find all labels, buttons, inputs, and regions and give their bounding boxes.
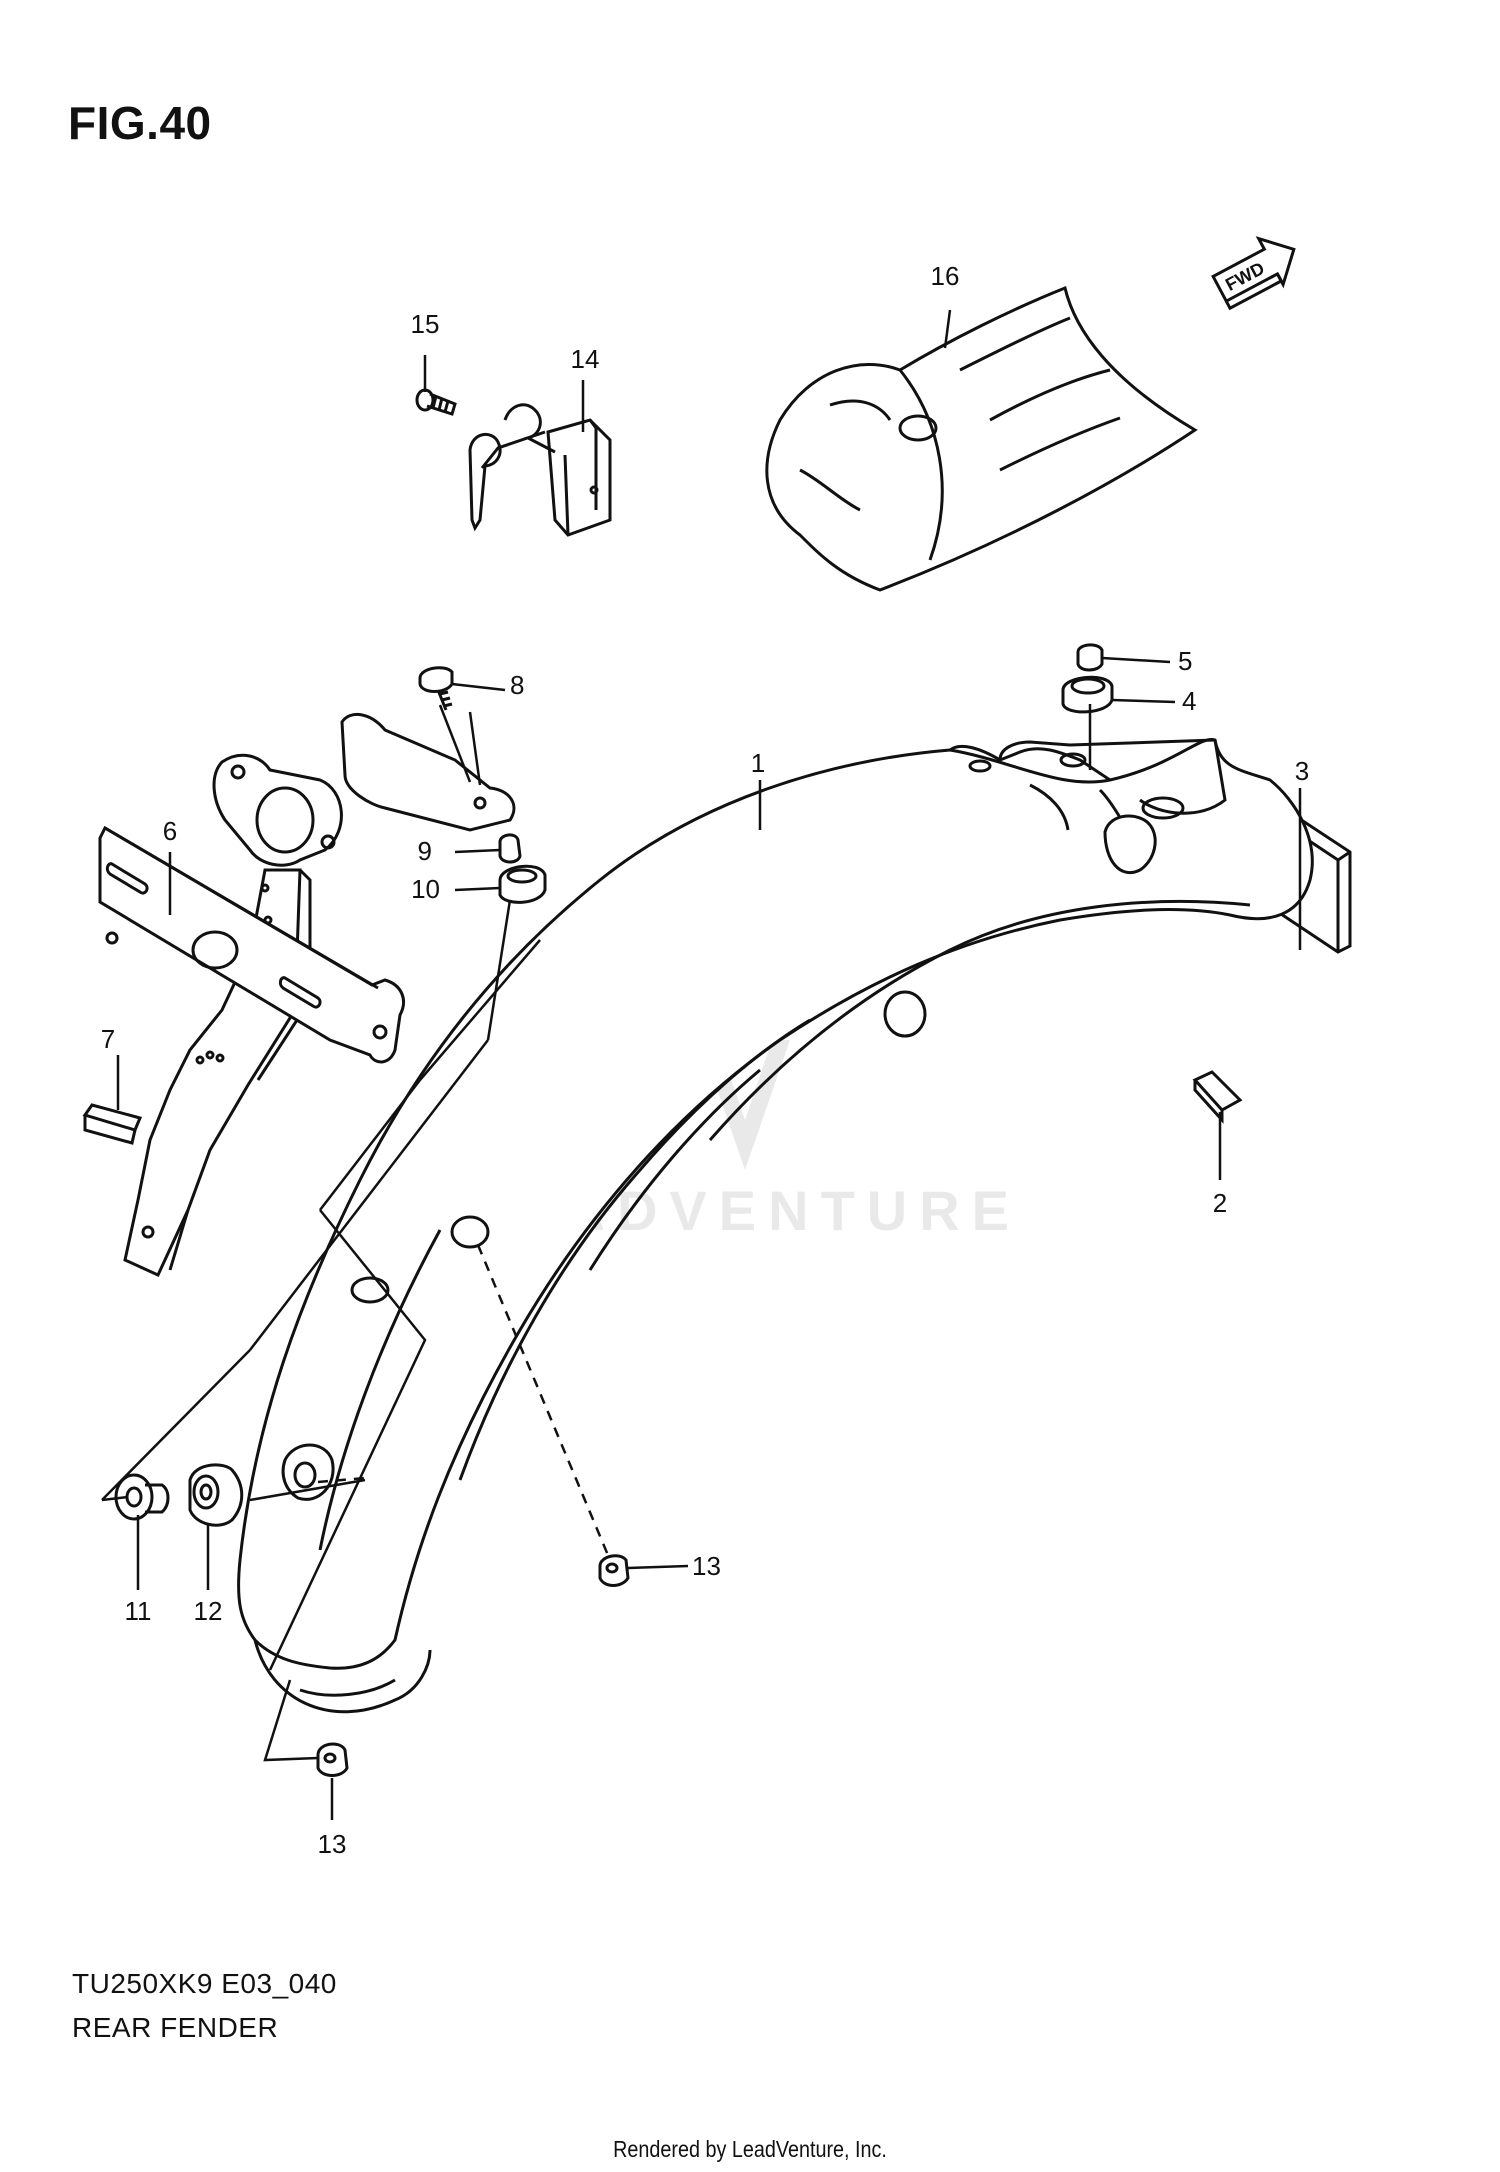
- part-9-nut: [498, 833, 522, 864]
- part-12-cushion: [188, 1463, 244, 1527]
- callout-10: 10: [411, 874, 440, 904]
- callout-12: 12: [194, 1596, 223, 1626]
- part-5-nut: [1076, 643, 1104, 672]
- callout-2: 2: [1213, 1188, 1227, 1218]
- figure-code: TU250XK9 E03_040: [72, 1968, 337, 1999]
- callout-16: 16: [931, 261, 960, 291]
- part-15-screw: [415, 388, 457, 416]
- part-11-collar: [114, 1473, 170, 1521]
- part-13-clip-nut-right: [598, 1554, 630, 1587]
- figure-name: REAR FENDER: [72, 2012, 279, 2043]
- callout-5: 5: [1178, 646, 1192, 676]
- callout-labels: 1 2 3 4 5 6 7 8 9 10 11 12 13 13 14 15 1…: [101, 261, 1309, 1859]
- part-4-grommet: [1061, 675, 1114, 714]
- callout-14: 14: [571, 344, 600, 374]
- callout-4: 4: [1182, 686, 1196, 716]
- part-2-cushion: [1192, 1070, 1243, 1124]
- callout-13-bottom: 13: [318, 1829, 347, 1859]
- dashed-leader: [476, 1244, 612, 1561]
- callout-9: 9: [418, 836, 432, 866]
- part-8-bolt: [418, 666, 454, 711]
- callout-11: 11: [125, 1596, 152, 1626]
- leader-lines: [101, 309, 1302, 1820]
- callout-6: 6: [163, 816, 177, 846]
- fwd-arrow-icon: FWD: [1211, 236, 1296, 311]
- callout-7: 7: [101, 1024, 115, 1054]
- callout-15: 15: [411, 309, 440, 339]
- rendered-by-credit: Rendered by LeadVenture, Inc.: [613, 2136, 887, 2162]
- callout-1: 1: [751, 748, 765, 778]
- part-13-clip-nut-bottom: [316, 1742, 349, 1777]
- part-7-pad: [82, 1103, 143, 1145]
- part-10-grommet: [498, 864, 547, 904]
- figure-title: FIG.40: [68, 97, 212, 149]
- callout-13-right: 13: [692, 1551, 721, 1581]
- part-1-rear-fender: [237, 737, 1314, 1714]
- callout-8: 8: [510, 670, 524, 700]
- part-16-tail-cover: [765, 285, 1198, 592]
- dashed-leader-lower: [317, 1476, 366, 1484]
- callout-3: 3: [1295, 756, 1309, 786]
- part-14-seat-lock: [468, 403, 612, 537]
- part-6-bracket: [98, 713, 516, 1277]
